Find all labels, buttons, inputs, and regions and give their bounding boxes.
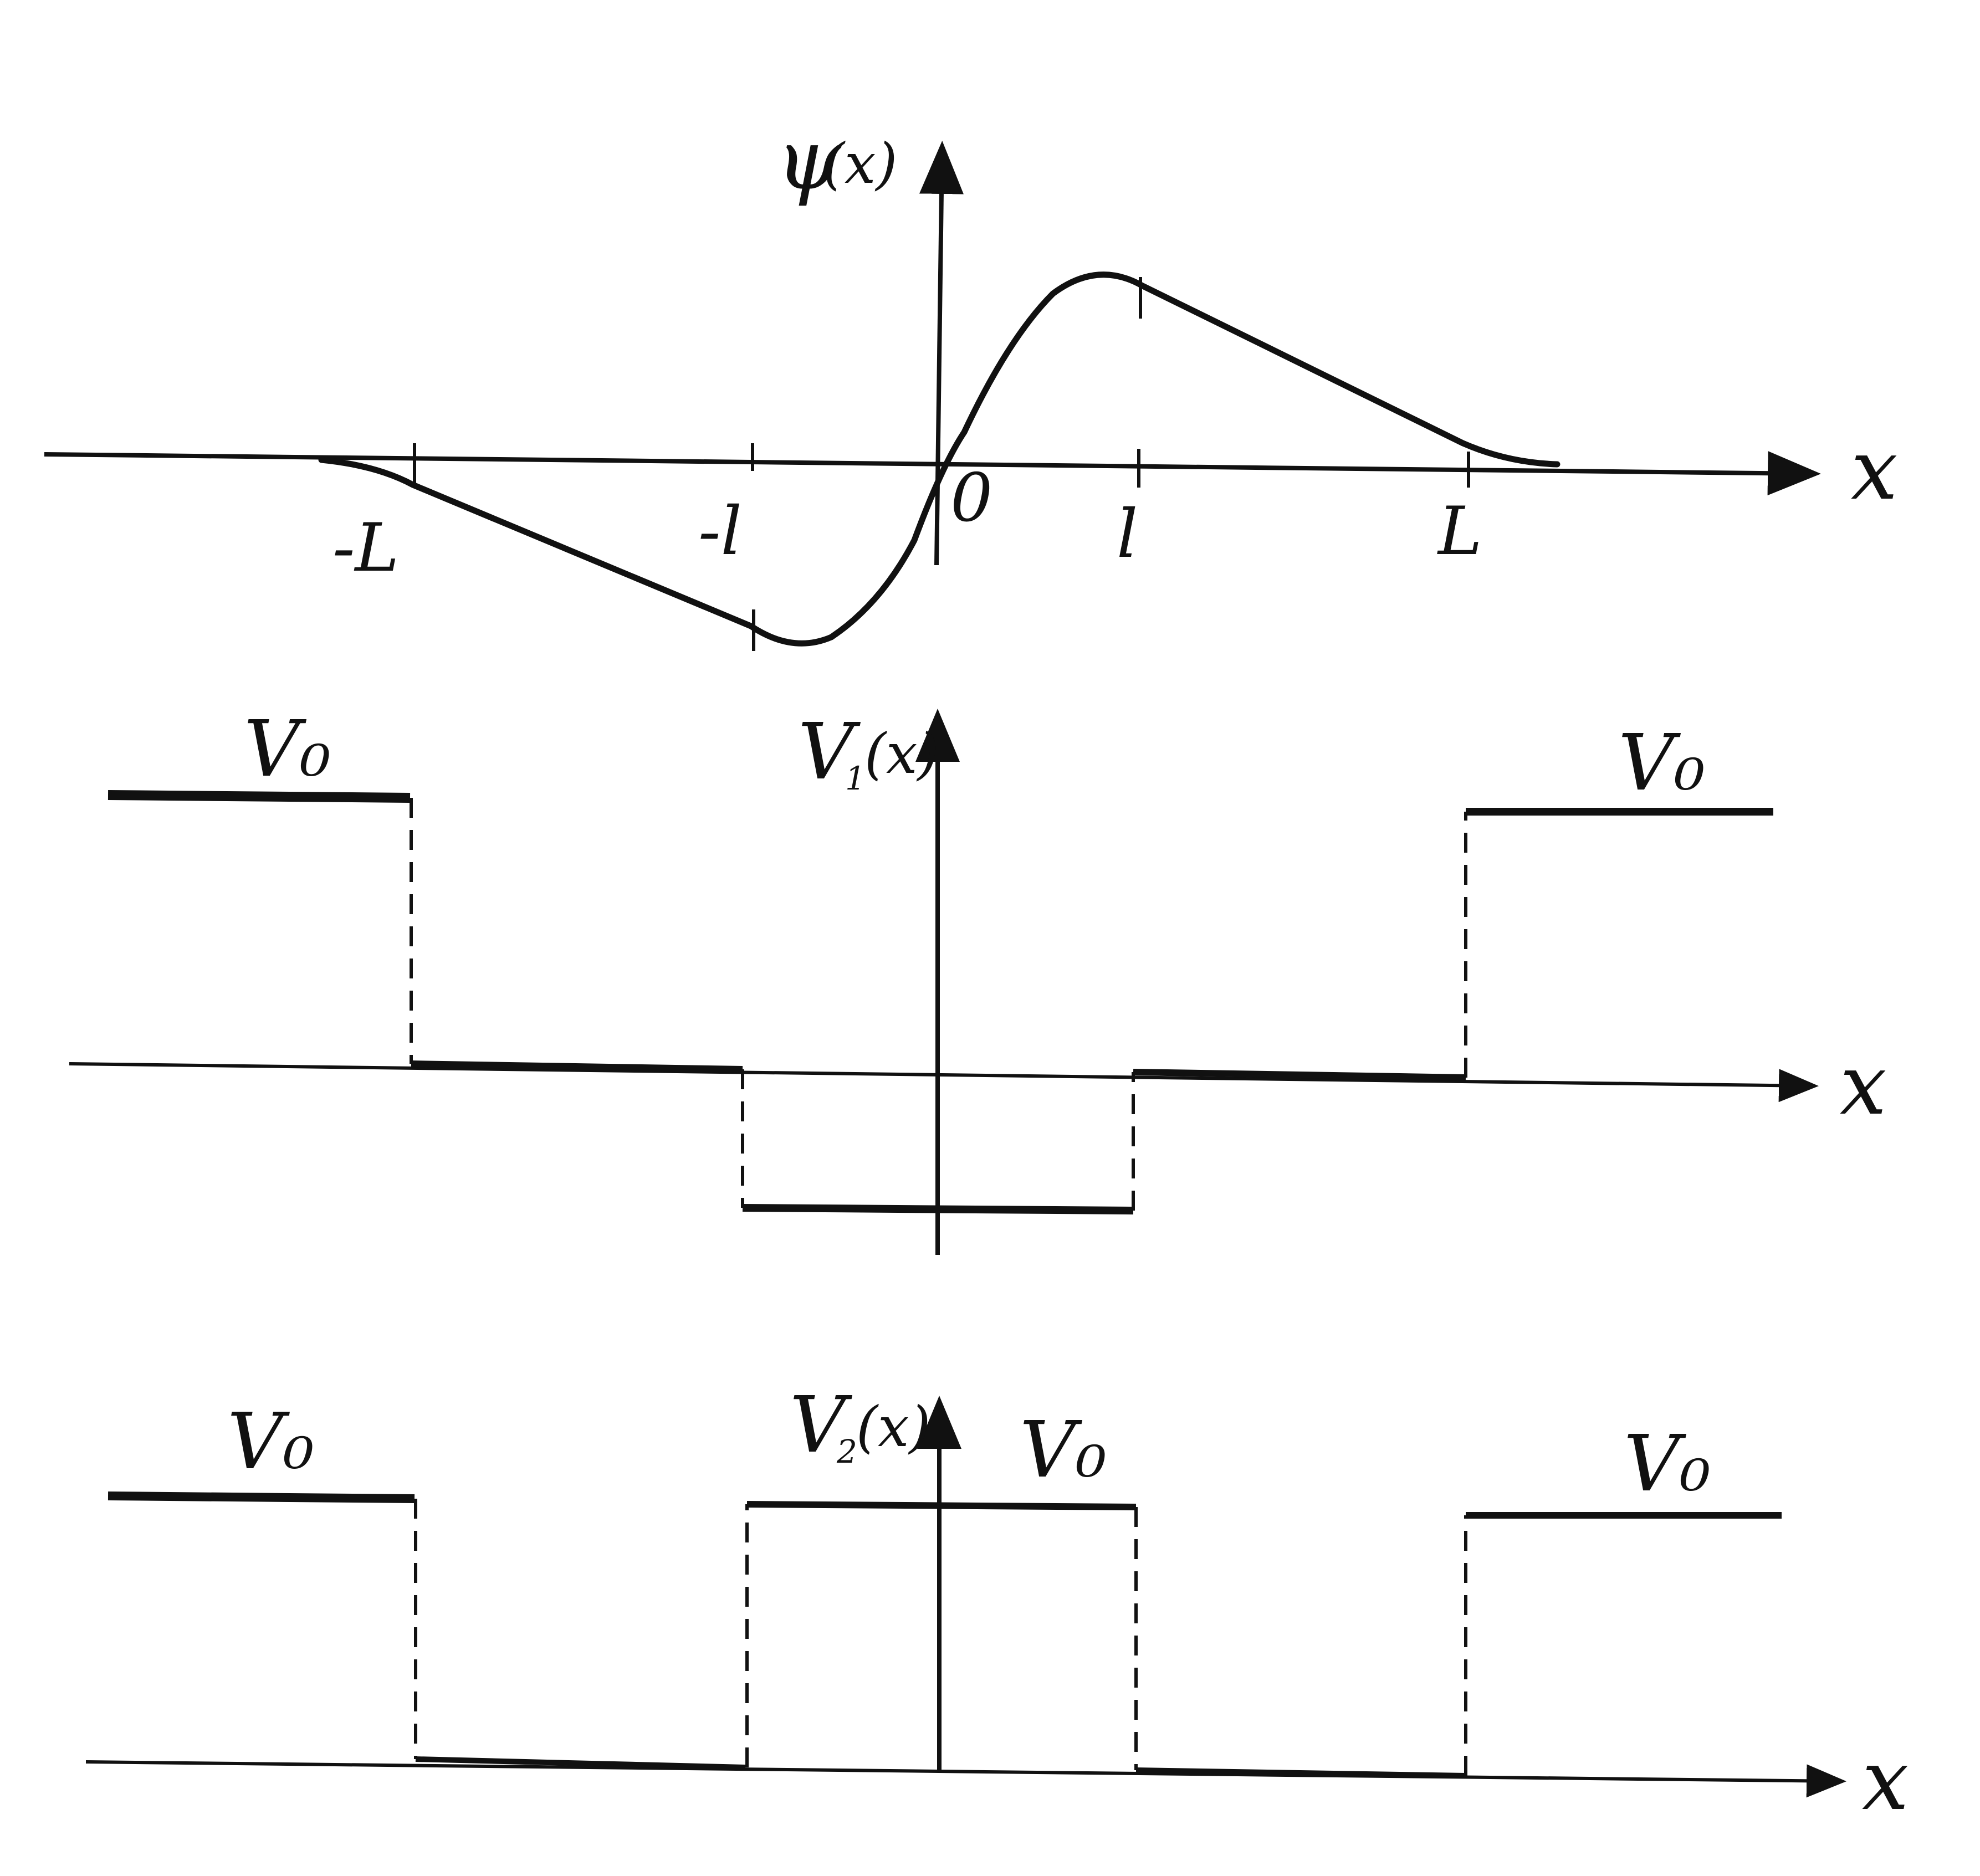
psi-x-label: x xyxy=(1851,422,1898,519)
v1-panel: V 1 (x) V₀ V₀ x xyxy=(69,704,1887,1255)
v2-y-label-symbol: V xyxy=(790,1380,853,1470)
v1-y-label-symbol: V xyxy=(798,707,861,797)
v1-left-floor xyxy=(411,1060,743,1073)
v1-well-bottom xyxy=(742,1204,1134,1214)
psi-tick-label-zero: 0 xyxy=(950,460,992,537)
v2-left-floor xyxy=(415,1756,746,1770)
v2-panel: V 2 (x) V₀ V₀ V₀ x xyxy=(85,1380,1909,1829)
v2-left-level-label: V₀ xyxy=(227,1397,314,1487)
v2-y-label-sub: 2 xyxy=(836,1433,857,1470)
v1-y-label-sub: 1 xyxy=(845,760,866,797)
v2-center-barrier xyxy=(746,1501,1137,1510)
psi-tick-label-neg-L: -L xyxy=(332,510,399,587)
v1-x-label: x xyxy=(1840,1037,1887,1134)
v2-x-axis xyxy=(85,1760,1846,1798)
v1-right-level-label: V₀ xyxy=(1618,718,1705,808)
psi-y-label-arg: (x) xyxy=(823,131,897,196)
v2-y-label-arg: (x) xyxy=(856,1395,930,1459)
v2-center-level-label: V₀ xyxy=(1020,1405,1107,1495)
v1-right-floor xyxy=(1133,1069,1466,1081)
v2-right-floor xyxy=(1135,1767,1466,1778)
v1-left-level-label: V₀ xyxy=(244,704,331,795)
psi-tick-label-neg-l: -l xyxy=(698,493,742,570)
psi-tick-label-l: l xyxy=(1117,496,1138,573)
psi-y-axis xyxy=(919,141,964,566)
wavefunction-panel: ψ (x) x -L -l 0 l L xyxy=(44,112,1898,651)
psi-tick-marks xyxy=(413,277,1470,651)
psi-y-label-symbol: ψ xyxy=(776,112,842,208)
v2-right-level-label: V₀ xyxy=(1624,1419,1711,1509)
v1-y-label-arg: (x) xyxy=(864,721,939,786)
psi-tick-label-L: L xyxy=(1437,493,1482,570)
v1-left-barrier xyxy=(108,790,411,803)
v2-x-label: x xyxy=(1862,1733,1909,1829)
v1-x-axis xyxy=(69,1062,1819,1103)
psi-x-axis xyxy=(44,451,1821,496)
psi-curve xyxy=(318,271,1561,647)
v2-left-barrier xyxy=(108,1491,415,1503)
